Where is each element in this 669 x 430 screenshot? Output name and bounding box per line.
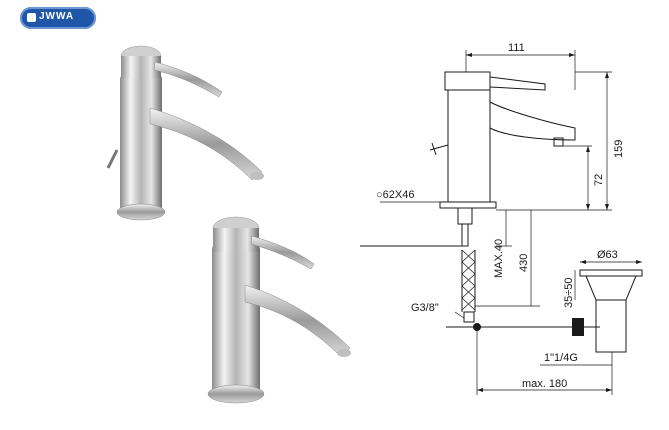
faucet-photo-2 <box>207 216 351 404</box>
brand-logo: JWWA <box>20 7 96 29</box>
dim-drain-range: 35÷50 <box>563 277 575 308</box>
dim-drain-diameter: Ø63 <box>597 249 618 261</box>
dim-height-spout: 159 <box>613 140 625 158</box>
dim-max-length: MAX.40 <box>493 239 505 278</box>
faucet-photo-1 <box>106 45 264 221</box>
logo-text: JWWA <box>39 11 75 22</box>
dim-thread: G3/8" <box>411 302 439 314</box>
logo-mark-icon <box>27 13 36 22</box>
dim-max-reach: max. 180 <box>522 378 567 390</box>
dim-drain-thread: 1"1/4G <box>544 352 578 364</box>
dim-top-width: 111 <box>508 42 525 54</box>
technical-drawing <box>360 50 643 395</box>
dim-height-outlet: 72 <box>593 174 605 186</box>
dim-base: ○62X46 <box>376 189 414 201</box>
dim-hose-length: 430 <box>518 254 530 272</box>
